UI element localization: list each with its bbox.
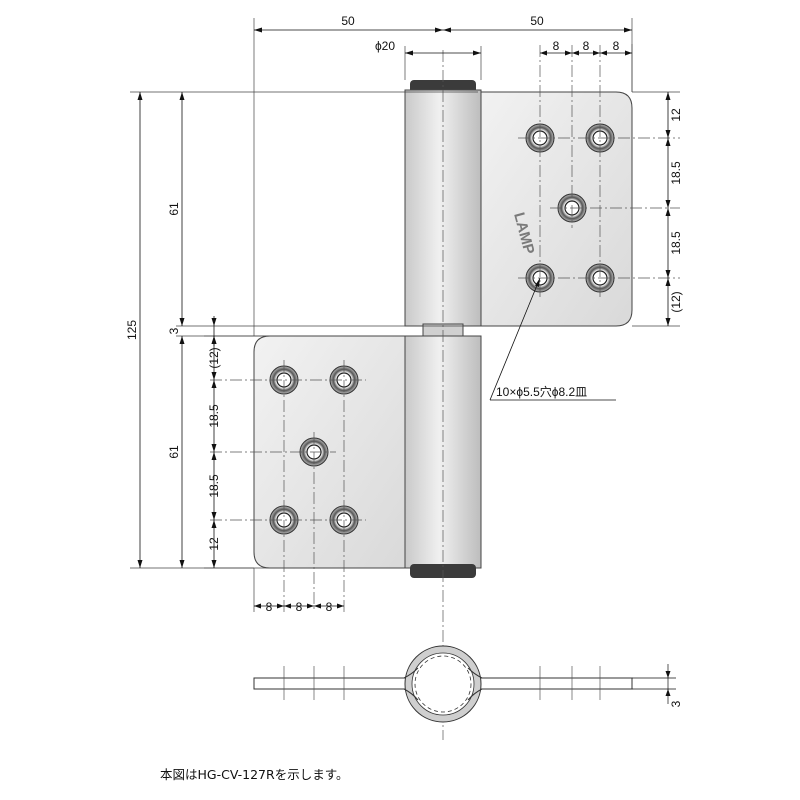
section-left-leaf <box>253 677 413 690</box>
leader-arrow <box>535 278 540 287</box>
dim-top-pitch-2: 8 <box>583 39 590 53</box>
dim-upper-leaf-height: 61 <box>167 202 181 216</box>
dim-width-left: 50 <box>341 14 355 28</box>
dim-overall-height: 125 <box>125 320 139 340</box>
extension-lines <box>130 18 680 612</box>
center-lines <box>210 45 680 740</box>
dim-top-pitch-3: 8 <box>613 39 620 53</box>
figure-caption: 本図はHG-CV-127Rを示します。 <box>160 767 348 782</box>
section-pin <box>414 655 472 713</box>
dim-right-chain-1: 12 <box>669 108 683 122</box>
dim-left-chain-2: 18.5 <box>207 404 221 428</box>
dim-right-chain-3: 18.5 <box>669 231 683 255</box>
side-section-view <box>253 645 676 723</box>
dim-left-chain-3: 18.5 <box>207 474 221 498</box>
dim-left-chain-1: (12) <box>207 347 221 368</box>
dim-thickness: 3 <box>669 700 683 707</box>
dim-bottom-pitch-3: 8 <box>326 600 333 614</box>
dim-lower-leaf-height: 61 <box>167 445 181 459</box>
dimension-arrows <box>137 27 671 609</box>
dim-left-chain-4: 12 <box>207 537 221 551</box>
dim-pin-diameter: ϕ20 <box>375 39 395 53</box>
hole-callout-leader <box>489 277 616 401</box>
section-knuckle-mid <box>411 652 475 716</box>
dim-width-right: 50 <box>530 14 544 28</box>
dim-gap: 3 <box>167 327 181 334</box>
hole-callout-text: 10×ϕ5.5穴ϕ8.2皿 <box>496 384 587 399</box>
dim-bottom-pitch-2: 8 <box>296 600 303 614</box>
dim-right-chain-2: 18.5 <box>669 161 683 185</box>
dim-top-pitch-1: 8 <box>553 39 560 53</box>
dim-bottom-pitch-1: 8 <box>266 600 273 614</box>
section-right-leaf <box>473 677 633 690</box>
dim-right-chain-4: (12) <box>669 291 683 312</box>
